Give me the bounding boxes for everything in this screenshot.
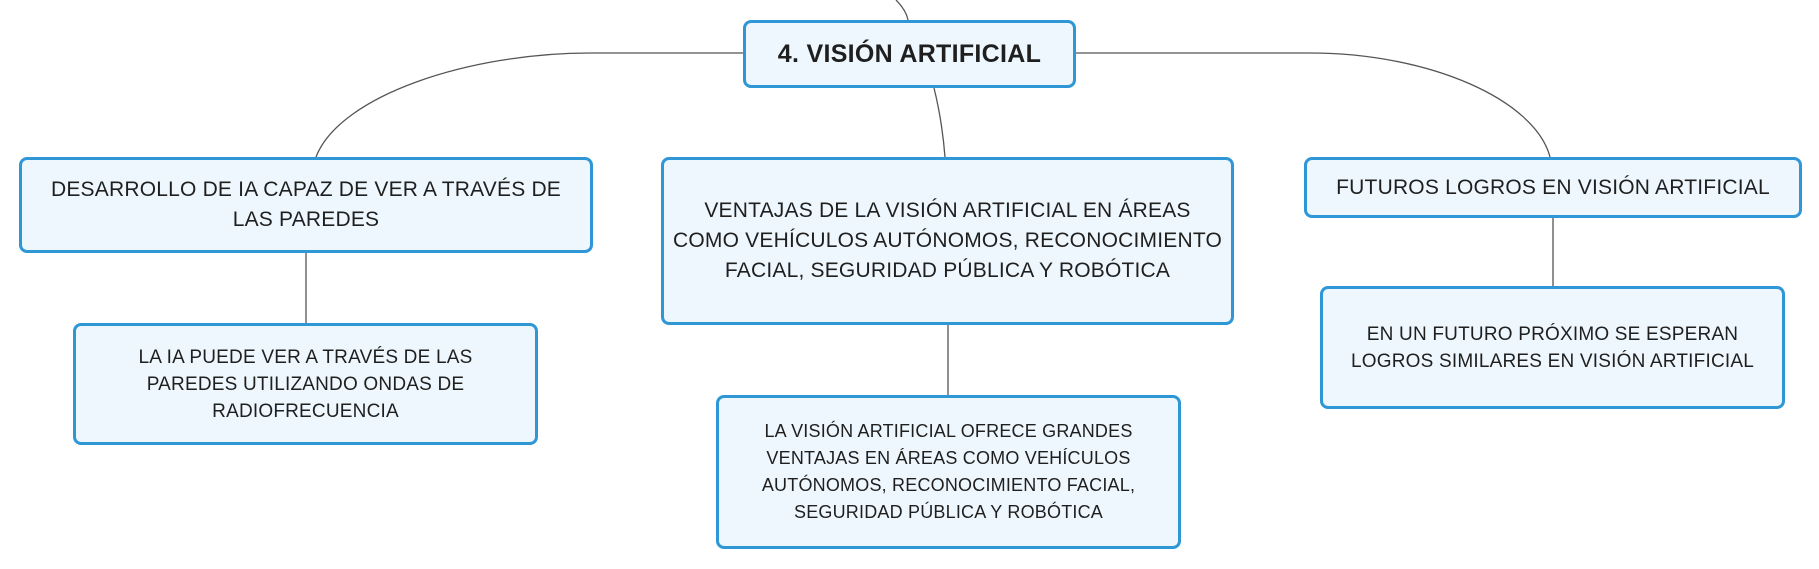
connector-root-to-branch-3 — [1076, 52, 1551, 158]
connector-root-to-branch-2 — [933, 87, 946, 158]
subtopic-label: LA VISIÓN ARTIFICIAL OFRECE GRANDES VENT… — [761, 421, 1136, 522]
topic-node-advantages[interactable]: VENTAJAS DE LA VISIÓN ARTIFICIAL EN ÁREA… — [661, 157, 1234, 325]
topic-node-future-achievements[interactable]: FUTUROS LOGROS EN VISIÓN ARTIFICIAL — [1304, 157, 1802, 218]
root-topic-node[interactable]: 4. VISIÓN ARTIFICIAL — [743, 20, 1076, 88]
root-topic-label: 4. VISIÓN ARTIFICIAL — [777, 39, 1042, 68]
topic-node-wall-vision[interactable]: DESARROLLO DE IA CAPAZ DE VER A TRAVÉS D… — [19, 157, 593, 253]
subtopic-node-radio-waves[interactable]: LA IA PUEDE VER A TRAVÉS DE LAS PAREDES … — [73, 323, 538, 445]
subtopic-node-future-detail[interactable]: EN UN FUTURO PRÓXIMO SE ESPERAN LOGROS S… — [1320, 286, 1785, 409]
topic-label: FUTUROS LOGROS EN VISIÓN ARTIFICIAL — [1336, 175, 1770, 199]
subtopic-node-advantages-detail[interactable]: LA VISIÓN ARTIFICIAL OFRECE GRANDES VENT… — [716, 395, 1181, 549]
topic-label: VENTAJAS DE LA VISIÓN ARTIFICIAL EN ÁREA… — [673, 199, 1222, 282]
topic-label: DESARROLLO DE IA CAPAZ DE VER A TRAVÉS D… — [50, 178, 562, 231]
subtopic-label: EN UN FUTURO PRÓXIMO SE ESPERAN LOGROS S… — [1351, 323, 1754, 372]
connector-root-to-branch-1 — [315, 52, 743, 158]
connector-parent-to-root — [895, 0, 909, 21]
subtopic-label: LA IA PUEDE VER A TRAVÉS DE LAS PAREDES … — [138, 346, 473, 422]
